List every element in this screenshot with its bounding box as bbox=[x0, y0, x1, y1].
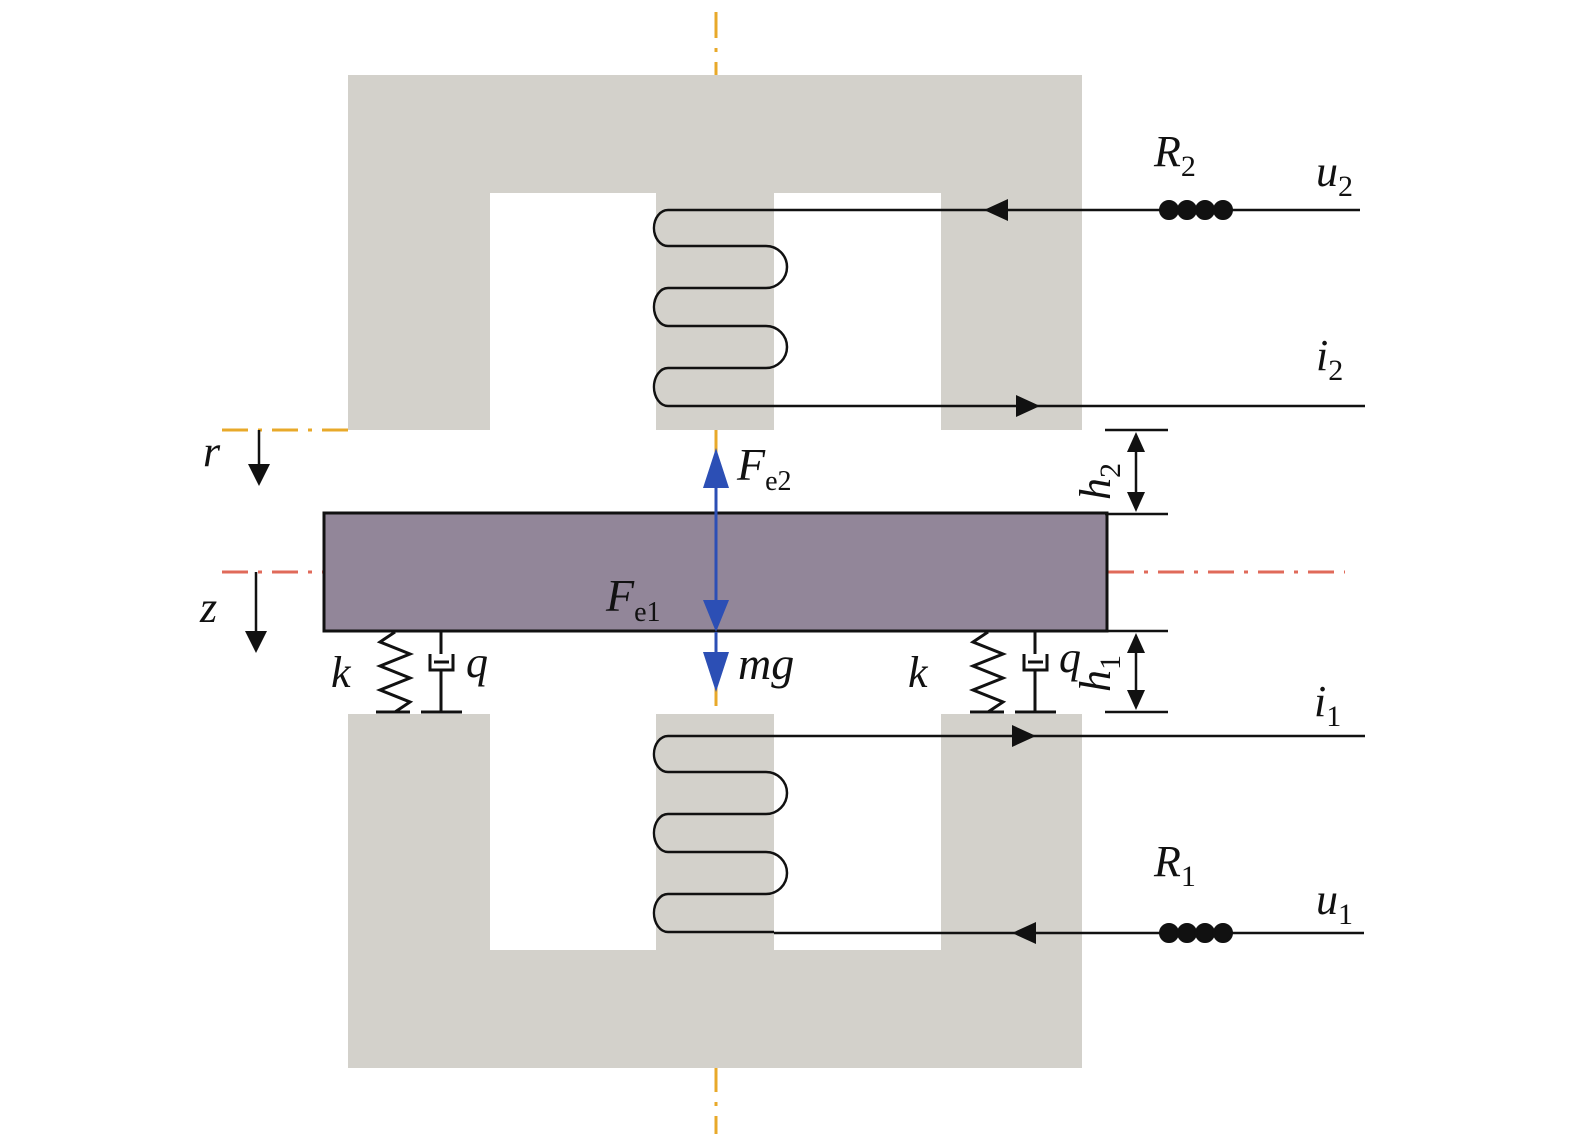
label-i2: i2 bbox=[1316, 331, 1343, 387]
fe1-arrow-icon bbox=[703, 600, 729, 632]
r-arrow-icon bbox=[248, 464, 270, 486]
label-k-right: k bbox=[908, 648, 929, 697]
u2-current-arrow-icon bbox=[984, 199, 1008, 221]
i2-current-arrow-icon bbox=[1016, 395, 1040, 417]
mg-arrow-icon bbox=[703, 652, 729, 692]
gap-h1-dimension bbox=[1105, 629, 1168, 714]
upper-wires bbox=[774, 199, 1365, 417]
left-spring bbox=[375, 630, 415, 714]
force-arrows bbox=[703, 448, 729, 692]
r-axis bbox=[222, 428, 352, 486]
gap-h2-dimension bbox=[1105, 428, 1168, 516]
label-z: z bbox=[199, 583, 217, 632]
label-r: r bbox=[203, 427, 221, 476]
resistor-r2-icon bbox=[1158, 200, 1234, 220]
label-r1: R1 bbox=[1153, 837, 1196, 893]
label-fe2: Fe2 bbox=[736, 439, 792, 497]
label-mg: mg bbox=[738, 638, 794, 689]
lower-wires bbox=[774, 725, 1365, 944]
right-spring bbox=[968, 630, 1008, 714]
label-r2: R2 bbox=[1153, 127, 1196, 183]
label-h1: h1 bbox=[1071, 655, 1127, 692]
right-damper bbox=[1015, 632, 1056, 714]
upper-core bbox=[348, 75, 1082, 430]
label-q-right: q bbox=[1059, 633, 1081, 682]
label-i1: i1 bbox=[1314, 677, 1341, 733]
resistor-r1-icon bbox=[1158, 923, 1234, 943]
z-arrow-icon bbox=[245, 631, 267, 653]
z-axis bbox=[245, 572, 267, 653]
label-h2: h2 bbox=[1071, 463, 1127, 500]
label-k-left: k bbox=[331, 648, 352, 697]
label-u1: u1 bbox=[1316, 875, 1353, 931]
i1-current-arrow-icon bbox=[1012, 725, 1036, 747]
u1-current-arrow-icon bbox=[1012, 922, 1036, 944]
label-fe1: Fe1 bbox=[605, 570, 661, 628]
upper-coil bbox=[652, 208, 789, 408]
lower-core bbox=[348, 714, 1082, 1068]
left-damper bbox=[421, 632, 462, 714]
lower-coil bbox=[652, 734, 789, 934]
label-u2: u2 bbox=[1316, 147, 1353, 203]
label-q-left: q bbox=[466, 638, 488, 687]
fe2-arrow-icon bbox=[703, 448, 729, 488]
